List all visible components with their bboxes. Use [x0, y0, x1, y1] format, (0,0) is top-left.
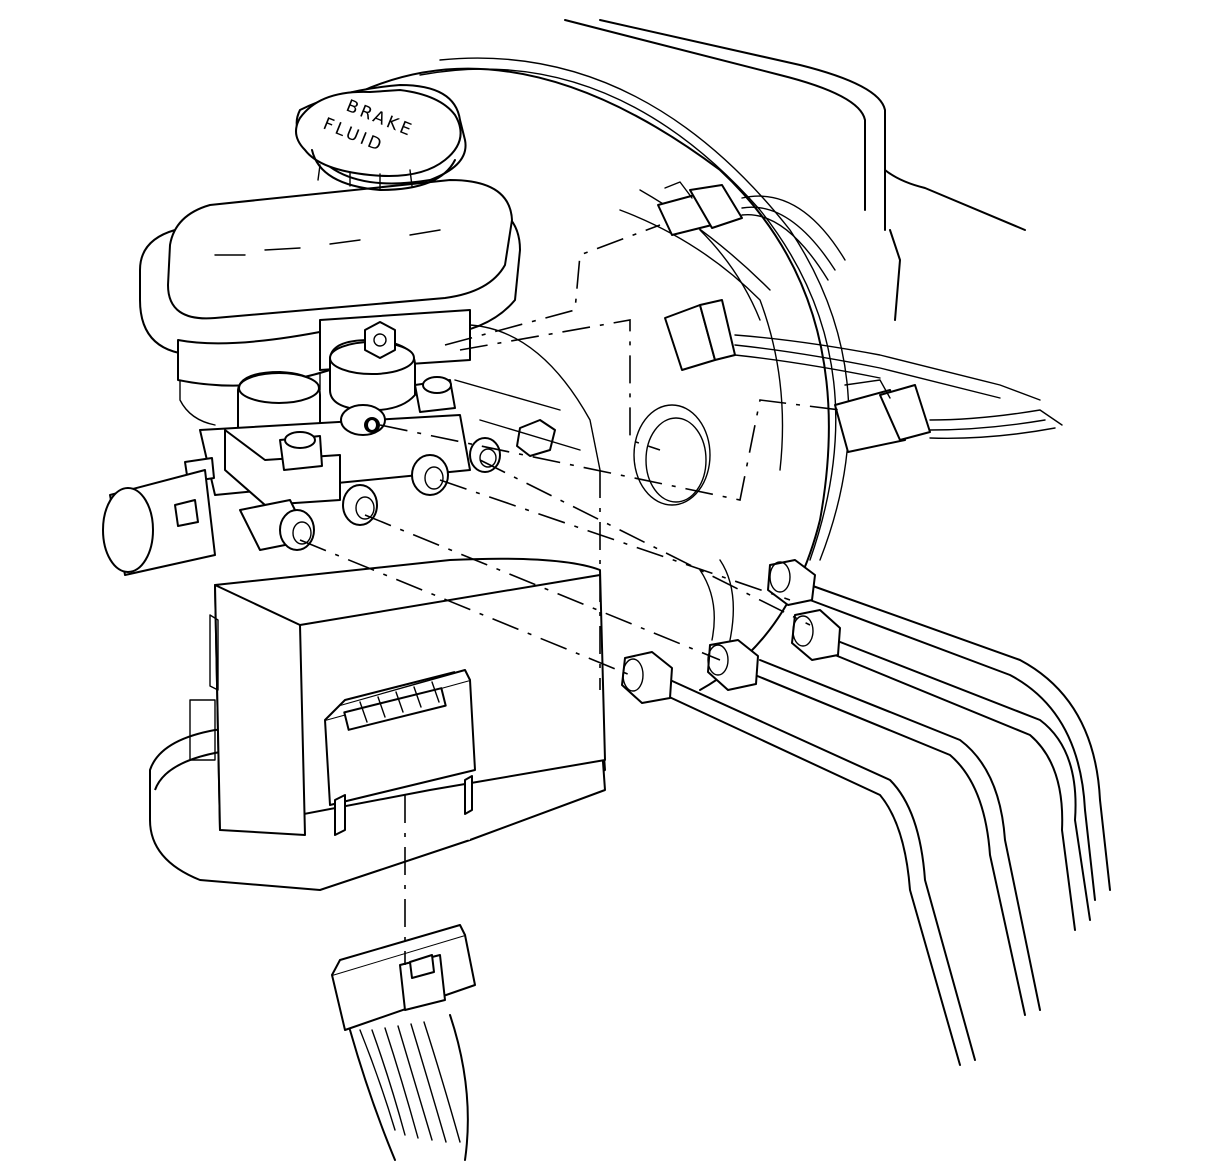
sensor-connector-2 — [664, 299, 1041, 401]
pressure-switch — [102, 469, 216, 576]
module-connector — [324, 669, 476, 836]
fitting-bolt-lower — [279, 431, 323, 471]
fitting-nut-top — [364, 321, 396, 359]
line-fitting-1 — [767, 559, 816, 606]
installation-guide-lines — [299, 224, 841, 965]
master-cylinder — [102, 309, 601, 576]
outlet-port-1 — [340, 404, 386, 436]
line-fitting-4 — [621, 651, 673, 704]
outlet-port-4 — [342, 484, 378, 526]
outlet-port-5 — [239, 499, 315, 551]
outlet-port-3 — [469, 437, 501, 473]
reservoir-cap: BRAKE FLUID — [295, 84, 467, 191]
outlet-port-2 — [411, 454, 449, 496]
harness-connector-bottom — [331, 924, 476, 1161]
sensor-connector-1 — [657, 181, 846, 281]
brake-lines — [664, 584, 1111, 1066]
sensor-connector-3 — [834, 379, 1063, 453]
fitting-bolt-upper — [414, 376, 456, 413]
firewall-panel — [564, 19, 1026, 321]
bleeder-nut — [516, 419, 556, 457]
line-fitting-3 — [707, 639, 759, 691]
line-fitting-2 — [791, 609, 841, 661]
